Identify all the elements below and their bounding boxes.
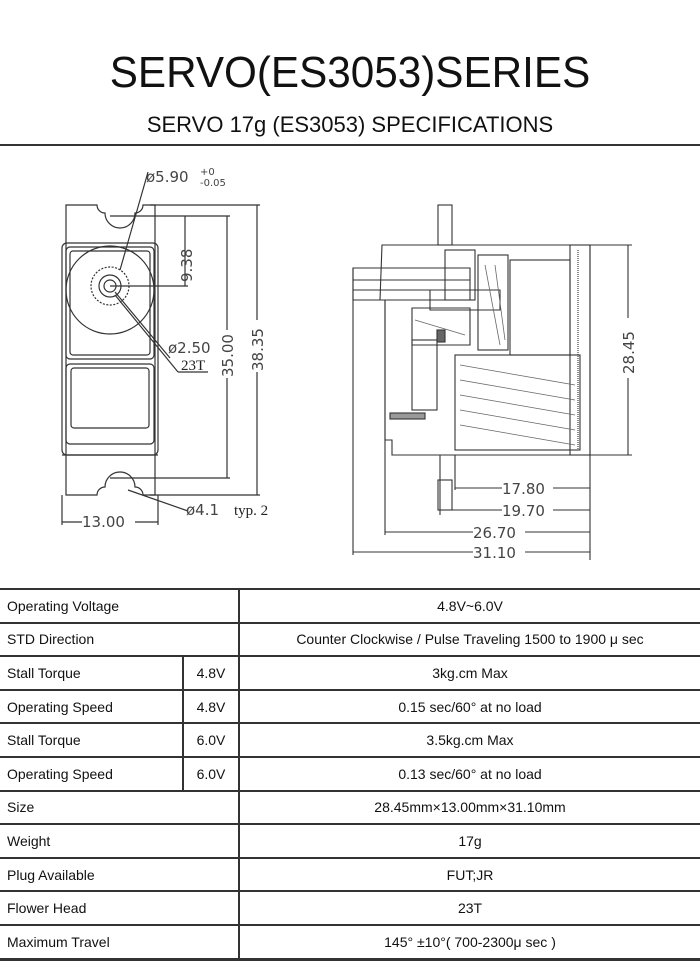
- hole-diameter-label: ø2.50: [168, 339, 211, 357]
- spec-label: Operating Speed: [0, 755, 183, 792]
- spec-label: Plug Available: [0, 856, 239, 893]
- dim-a-label: 17.80: [502, 480, 545, 498]
- spec-label: Size: [0, 789, 239, 826]
- table-row: Operating Voltage 4.8V~6.0V: [0, 588, 700, 624]
- potentiometer-screw: [389, 412, 426, 420]
- table-row: Plug Available FUT;JR: [0, 856, 700, 893]
- dim-d-label: 31.10: [473, 544, 516, 562]
- tolerance-lower: -0.05: [200, 178, 226, 189]
- spec-value: 4.8V~6.0V: [238, 588, 700, 624]
- teeth-count-label: 23T: [181, 358, 205, 374]
- spec-value: Counter Clockwise / Pulse Traveling 1500…: [238, 621, 700, 658]
- spec-label: Stall Torque: [0, 722, 183, 758]
- motor: [454, 354, 581, 451]
- table-row: STD Direction Counter Clockwise / Pulse …: [0, 621, 700, 658]
- spline-diameter-label: ø5.90: [146, 168, 189, 186]
- height-label: 28.45: [620, 331, 638, 374]
- spec-label: Operating Voltage: [0, 588, 239, 624]
- output-gear-outline: [65, 245, 155, 335]
- header-divider: [0, 144, 700, 146]
- page-subtitle: SERVO 17g (ES3053) SPECIFICATIONS: [146, 112, 554, 137]
- specifications-table: Operating Voltage 4.8V~6.0V STD Directio…: [0, 588, 700, 961]
- mount-hole-note: typ. 2: [234, 503, 268, 519]
- spec-value: 23T: [238, 890, 700, 926]
- mount-hole-label: ø4.1: [186, 501, 219, 519]
- spec-value: 3kg.cm Max: [238, 655, 700, 691]
- spec-value: 3.5kg.cm Max: [238, 722, 700, 758]
- spec-voltage: 4.8V: [182, 688, 239, 725]
- side-view: [352, 204, 632, 560]
- front-view: [61, 171, 260, 525]
- spec-label: Stall Torque: [0, 655, 183, 691]
- spec-label: Flower Head: [0, 890, 239, 926]
- dim-c-label: 26.70: [473, 524, 516, 542]
- spec-voltage: 4.8V: [182, 655, 239, 691]
- spec-label: Maximum Travel: [0, 923, 239, 961]
- shaft-spline: [437, 204, 453, 246]
- table-row: Operating Speed 6.0V 0.13 sec/60° at no …: [0, 755, 700, 792]
- table-row: Stall Torque 4.8V 3kg.cm Max: [0, 655, 700, 691]
- spec-label: Operating Speed: [0, 688, 183, 725]
- width-label: 13.00: [82, 513, 125, 531]
- table-row: Size 28.45mm×13.00mm×31.10mm: [0, 789, 700, 826]
- servo-body-outline: [65, 204, 156, 496]
- spec-value: 28.45mm×13.00mm×31.10mm: [238, 789, 700, 826]
- hole-pitch-label: 35.00: [219, 334, 237, 377]
- shaft-offset-label: 9.38: [178, 249, 196, 282]
- spec-value: 17g: [238, 823, 700, 859]
- table-row: Operating Speed 4.8V 0.15 sec/60° at no …: [0, 688, 700, 725]
- table-row: Stall Torque 6.0V 3.5kg.cm Max: [0, 722, 700, 758]
- table-row: Flower Head 23T: [0, 890, 700, 926]
- table-row: Maximum Travel 145° ±10°( 700-2300μ sec …: [0, 923, 700, 961]
- spec-label: STD Direction: [0, 621, 239, 658]
- spec-value: FUT;JR: [238, 856, 700, 893]
- dim-b-label: 19.70: [502, 502, 545, 520]
- gear-stack: [352, 267, 471, 301]
- total-length-label: 38.35: [249, 328, 267, 371]
- spec-value: 0.15 sec/60° at no load: [238, 688, 700, 725]
- table-row: Weight 17g: [0, 823, 700, 859]
- spec-label: Weight: [0, 823, 239, 859]
- technical-drawing: ø5.90 +0 -0.05 9.38 ø2.50 23T 35.00 38.3…: [61, 167, 638, 562]
- spec-voltage: 6.0V: [182, 755, 239, 792]
- tolerance-upper: +0: [200, 167, 215, 178]
- spec-voltage: 6.0V: [182, 722, 239, 758]
- spec-value: 0.13 sec/60° at no load: [238, 755, 700, 792]
- spec-value: 145° ±10°( 700-2300μ sec ): [238, 923, 700, 961]
- page-title: SERVO(ES3053)SERIES: [109, 48, 591, 97]
